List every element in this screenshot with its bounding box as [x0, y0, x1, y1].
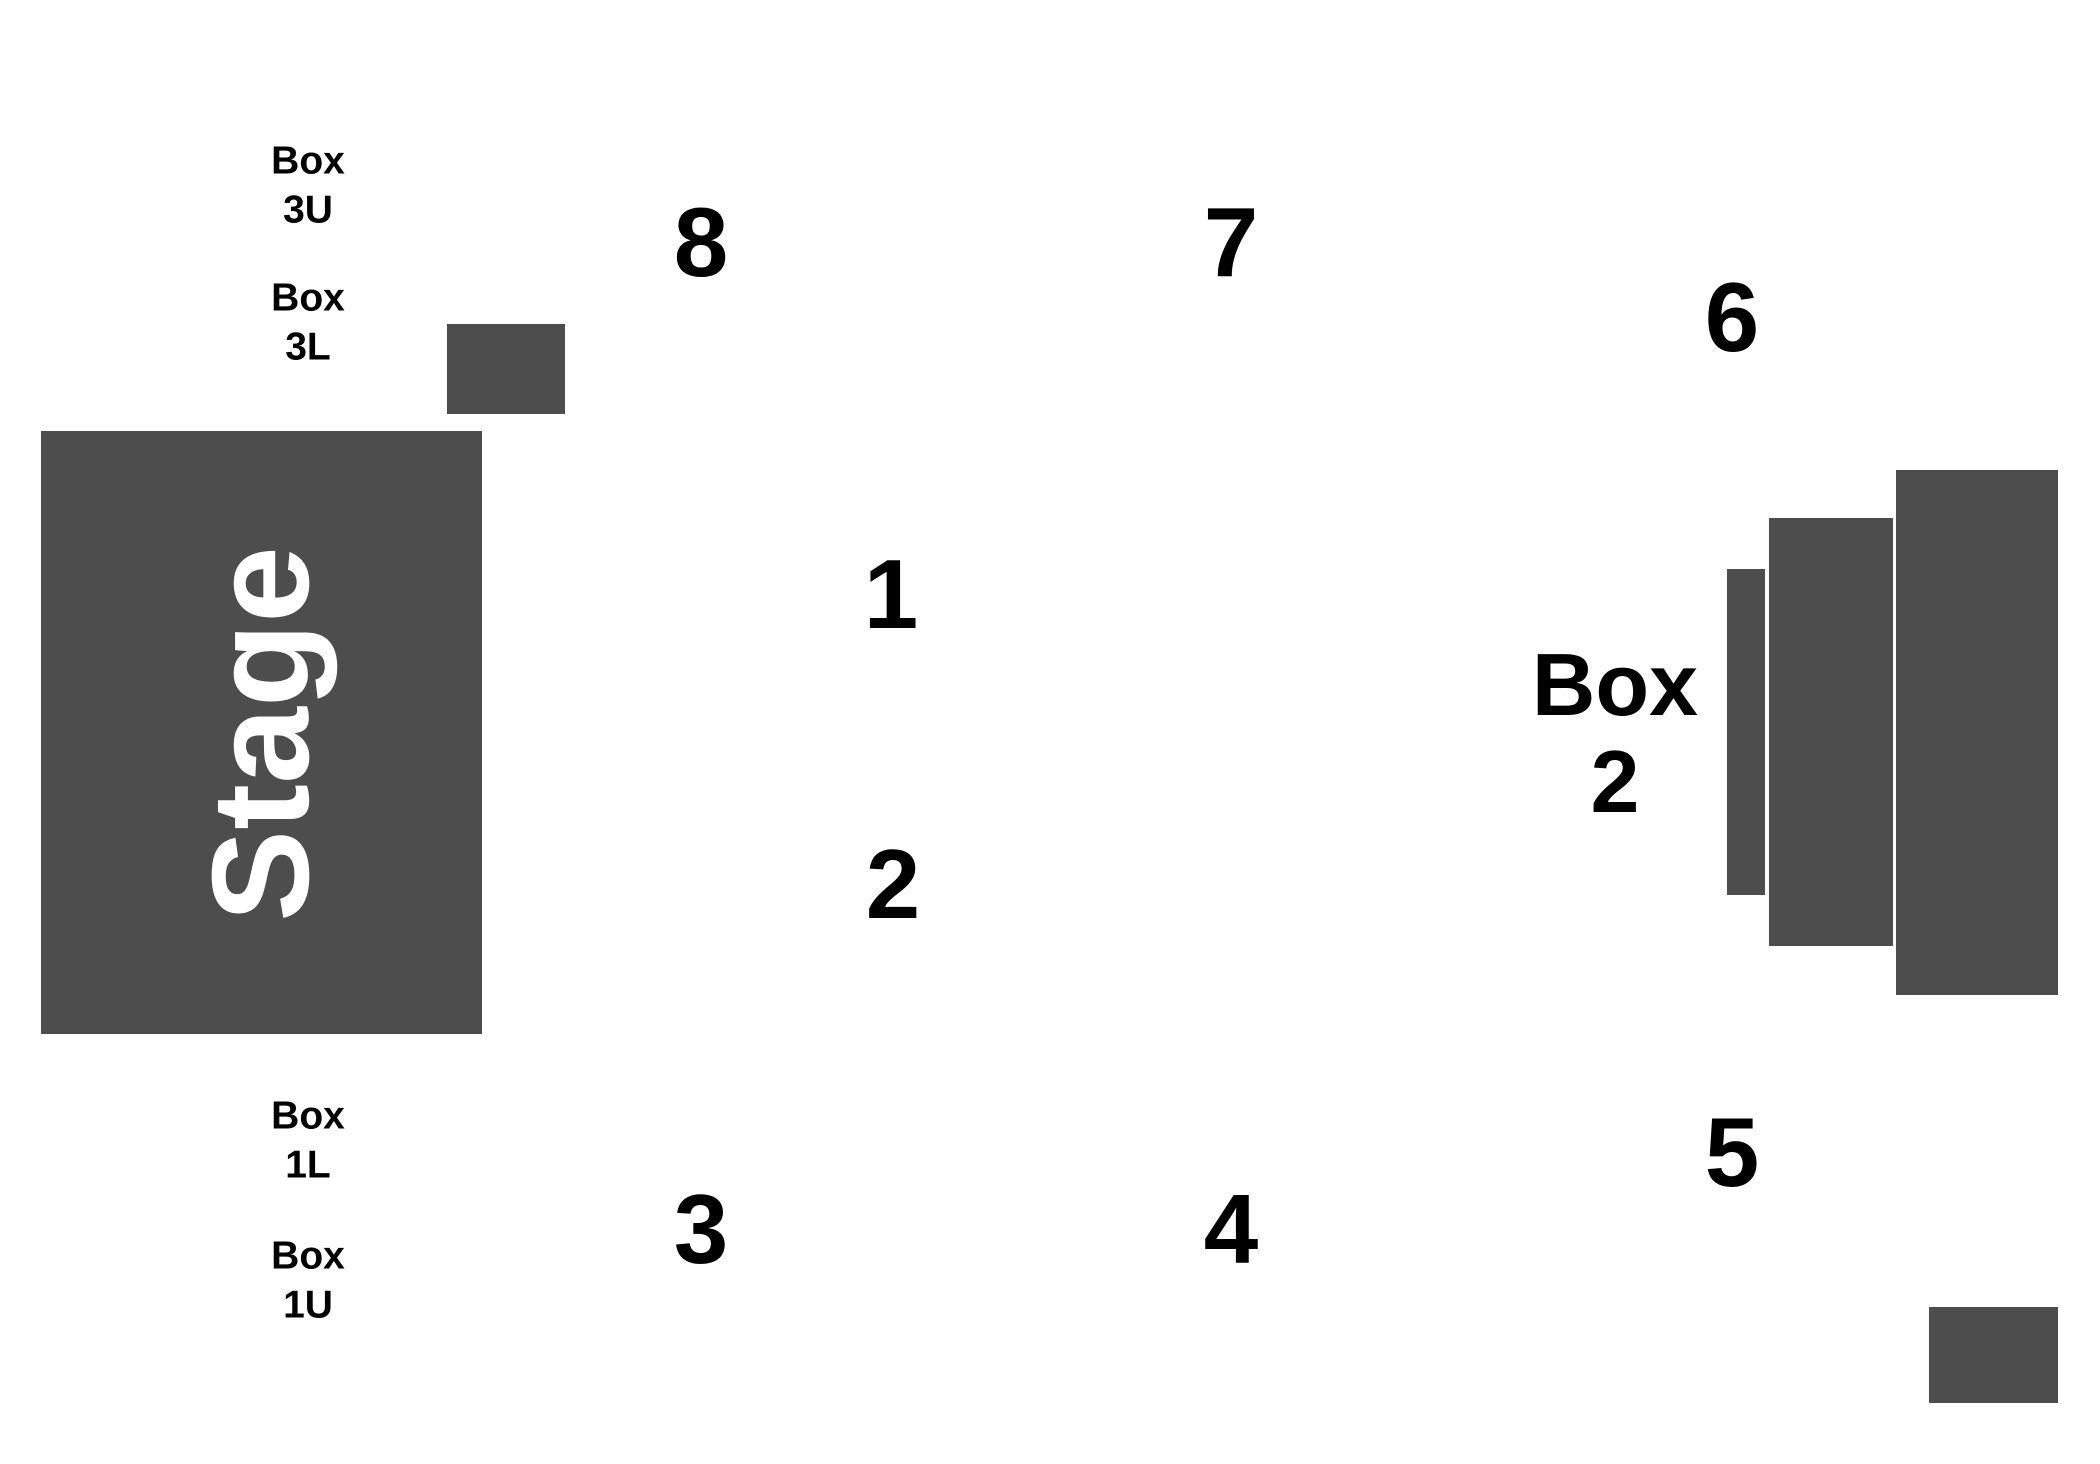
section-5-label[interactable]: 5 [1704, 1097, 1760, 1207]
box-1l-word: Box [271, 1094, 345, 1138]
box-2-code: 2 [1590, 732, 1640, 831]
box-3u-code: 3U [283, 188, 333, 231]
box-3l-label[interactable]: Box 3L [271, 274, 345, 372]
box-3l-block[interactable] [447, 324, 565, 414]
box-3u-label[interactable]: Box 3U [271, 137, 345, 235]
bottom-right-block[interactable] [1929, 1307, 2058, 1403]
section-2-label[interactable]: 2 [865, 829, 921, 939]
box-2-word: Box [1531, 635, 1699, 735]
box-1l-code: 1L [285, 1143, 331, 1186]
section-1-label[interactable]: 1 [863, 539, 919, 649]
box-3l-word: Box [271, 276, 345, 320]
box-2-block-outer[interactable] [1896, 470, 2058, 995]
stage-block[interactable] [41, 431, 482, 1034]
box-2-label[interactable]: Box 2 [1531, 635, 1699, 831]
section-6-label[interactable]: 6 [1704, 262, 1760, 372]
box-3l-code: 3L [285, 325, 331, 368]
stage-label: Stage [184, 546, 338, 922]
box-1u-label[interactable]: Box 1U [271, 1232, 345, 1330]
box-2-block-inner[interactable] [1727, 569, 1765, 895]
section-3-label[interactable]: 3 [673, 1174, 729, 1284]
box-3u-word: Box [271, 139, 345, 183]
box-2-block-middle[interactable] [1769, 518, 1893, 946]
section-7-label[interactable]: 7 [1203, 187, 1259, 297]
section-8-label[interactable]: 8 [673, 187, 729, 297]
box-1l-label[interactable]: Box 1L [271, 1092, 345, 1190]
box-1u-code: 1U [283, 1283, 333, 1326]
section-4-label[interactable]: 4 [1203, 1174, 1259, 1284]
box-1u-word: Box [271, 1234, 345, 1278]
